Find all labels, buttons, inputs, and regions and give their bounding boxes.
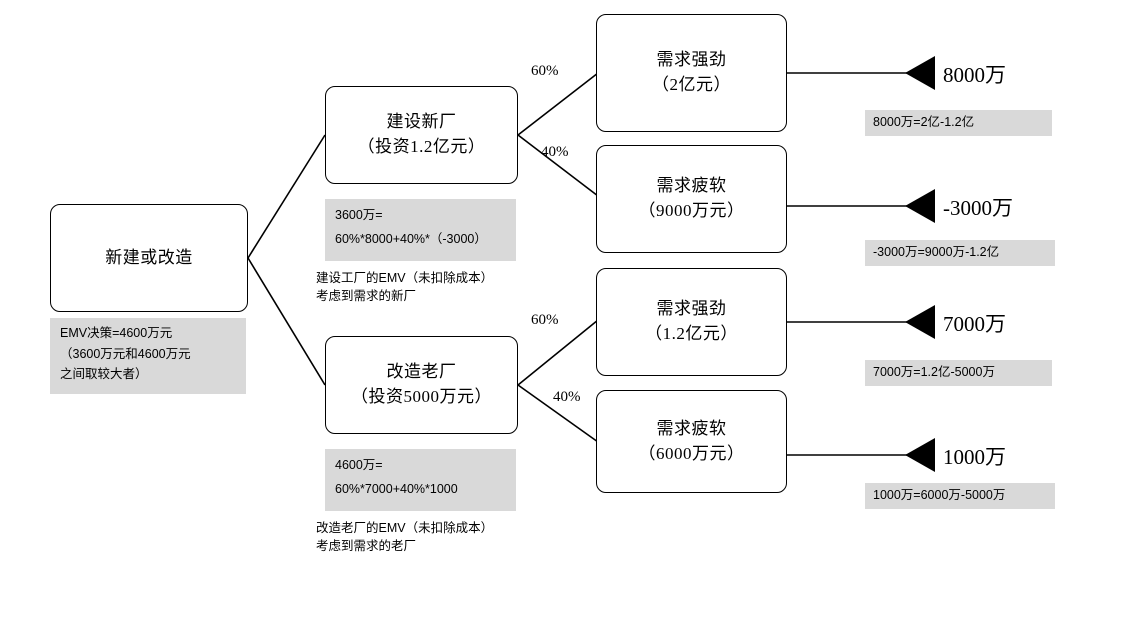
formula-upgrade-plant-strong-text: 7000万=1.2亿-5000万 <box>873 365 995 380</box>
node-upgrade-plant-strong-value: （1.2亿元） <box>645 324 738 343</box>
formula-upgrade-plant-weak: 1000万=6000万-5000万 <box>865 483 1055 509</box>
formula-upgrade-plant-weak-text: 1000万=6000万-5000万 <box>873 488 1006 503</box>
payoff-upgrade-plant-strong: 7000万 <box>943 312 1006 336</box>
caption-new-plant-line2: 考虑到需求的新厂 <box>316 289 417 304</box>
prob-upgrade-plant-weak: 40% <box>553 389 581 405</box>
annotation-root-emv: EMV决策=4600万元 （3600万元和4600万元 之间取较大者） <box>50 318 246 394</box>
formula-new-plant-weak: -3000万=9000万-1.2亿 <box>865 240 1055 266</box>
node-new-plant-weak-value: （9000万元） <box>638 201 745 220</box>
prob-new-plant-weak: 40% <box>541 144 569 160</box>
edge-upgrade-plant-to-weak <box>517 384 599 443</box>
prob-new-plant-strong: 60% <box>531 63 559 79</box>
annotation-upgrade-plant-emv-line2: 60%*7000+40%*1000 <box>335 481 458 496</box>
node-upgrade-plant[interactable]: 改造老厂 （投资5000万元） <box>325 336 518 434</box>
caption-new-plant-line1: 建设工厂的EMV（未扣除成本） <box>316 271 494 285</box>
payoff-new-plant-weak: -3000万 <box>943 196 1013 220</box>
caption-upgrade-plant-line2: 考虑到需求的老厂 <box>316 539 417 554</box>
node-upgrade-plant-strong-label: 需求强劲 <box>656 299 727 319</box>
annotation-upgrade-plant-emv-line1: 4600万= <box>335 458 383 472</box>
annotation-new-plant-emv: 3600万= 60%*8000+40%*（-3000） <box>325 199 516 261</box>
node-new-plant-investment: （投资1.2亿元） <box>357 137 486 156</box>
formula-upgrade-plant-strong: 7000万=1.2亿-5000万 <box>865 360 1052 386</box>
edge-new-plant-to-weak <box>517 134 599 197</box>
node-new-plant-strong-demand[interactable]: 需求强劲 （2亿元） <box>596 14 787 132</box>
node-new-plant-label: 建设新厂 <box>386 112 457 132</box>
node-new-plant-strong-label: 需求强劲 <box>656 50 727 70</box>
formula-new-plant-strong: 8000万=2亿-1.2亿 <box>865 110 1052 136</box>
node-upgrade-plant-weak-value: （6000万元） <box>638 443 745 463</box>
caption-upgrade-plant: 改造老厂的EMV（未扣除成本） 考虑到需求的老厂 <box>316 519 493 555</box>
node-root-decision[interactable]: 新建或改造 <box>50 204 248 312</box>
node-new-plant-weak-label: 需求疲软 <box>656 176 727 196</box>
arrowhead-payoff-2 <box>905 189 935 223</box>
node-upgrade-plant-investment: （投资5000万元） <box>351 387 492 406</box>
annotation-new-plant-emv-line1: 3600万= <box>335 208 383 222</box>
edge-root-to-new-plant <box>247 134 326 259</box>
caption-upgrade-plant-line1: 改造老厂的EMV（未扣除成本） <box>316 521 494 535</box>
node-new-plant[interactable]: 建设新厂 （投资1.2亿元） <box>325 86 518 184</box>
node-root-label: 新建或改造 <box>105 247 193 267</box>
node-upgrade-plant-weak-demand[interactable]: 需求疲软 （6000万元） <box>596 390 787 493</box>
edge-upgrade-plant-to-strong <box>517 319 599 386</box>
annotation-root-emv-line3: 之间取较大者） <box>60 367 148 382</box>
payoff-new-plant-strong: 8000万 <box>943 63 1006 87</box>
formula-new-plant-weak-text: -3000万=9000万-1.2亿 <box>873 245 1000 260</box>
node-upgrade-plant-strong-demand[interactable]: 需求强劲 （1.2亿元） <box>596 268 787 376</box>
payoff-upgrade-plant-weak: 1000万 <box>943 445 1006 469</box>
node-upgrade-plant-weak-label: 需求疲软 <box>656 418 727 438</box>
caption-new-plant: 建设工厂的EMV（未扣除成本） 考虑到需求的新厂 <box>316 269 493 305</box>
arrowhead-payoff-4 <box>905 438 935 472</box>
arrowhead-payoff-1 <box>905 56 935 90</box>
annotation-new-plant-emv-line2: 60%*8000+40%*（-3000） <box>335 231 487 246</box>
annotation-root-emv-line1: EMV决策=4600万元 <box>60 326 173 340</box>
node-new-plant-strong-value: （2亿元） <box>652 75 731 94</box>
edge-root-to-upgrade-plant <box>247 257 326 386</box>
prob-upgrade-plant-strong: 60% <box>531 312 559 328</box>
arrowhead-payoff-3 <box>905 305 935 339</box>
formula-new-plant-strong-text: 8000万=2亿-1.2亿 <box>873 115 975 130</box>
node-new-plant-weak-demand[interactable]: 需求疲软 （9000万元） <box>596 145 787 253</box>
annotation-root-emv-line2: （3600万元和4600万元 <box>60 346 191 361</box>
annotation-upgrade-plant-emv: 4600万= 60%*7000+40%*1000 <box>325 449 516 511</box>
edge-new-plant-to-strong <box>517 72 599 136</box>
node-upgrade-plant-label: 改造老厂 <box>386 362 457 382</box>
